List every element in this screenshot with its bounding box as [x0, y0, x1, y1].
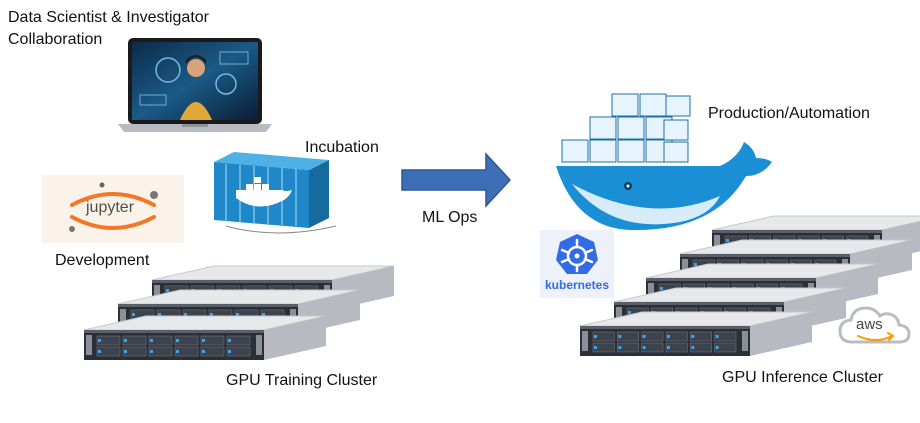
aws-logo: aws — [836, 304, 914, 350]
training-cluster-label: GPU Training Cluster — [226, 372, 378, 389]
training-server-2 — [117, 289, 361, 334]
ml-ops-label: ML Ops — [422, 209, 478, 226]
production-label: Production/Automation — [708, 105, 870, 122]
collaboration-label-line1: Data Scientist & Investigator — [8, 9, 209, 26]
kubernetes-helm-icon — [556, 234, 598, 274]
inference-server-2 — [679, 239, 913, 284]
inference-server-4 — [613, 287, 847, 332]
development-label: Development — [55, 252, 150, 269]
training-server-3 — [83, 315, 327, 360]
kubernetes-wordmark: kubernetes — [544, 278, 610, 292]
inference-server-1 — [711, 215, 920, 260]
kubernetes-logo: kubernetes — [540, 230, 614, 298]
aws-wordmark: aws — [856, 316, 883, 333]
inference-server-5 — [579, 311, 813, 356]
collaboration-label-line2: Collaboration — [8, 31, 103, 48]
training-server-1 — [151, 265, 395, 310]
jupyter-orbit-icon — [69, 182, 158, 232]
jupyter-wordmark: jupyter — [86, 199, 135, 216]
incubation-label: Incubation — [305, 139, 379, 156]
inference-server-3 — [645, 263, 879, 308]
inference-cluster-label: GPU Inference Cluster — [722, 369, 883, 386]
jupyter-logo: jupyter — [42, 175, 184, 243]
